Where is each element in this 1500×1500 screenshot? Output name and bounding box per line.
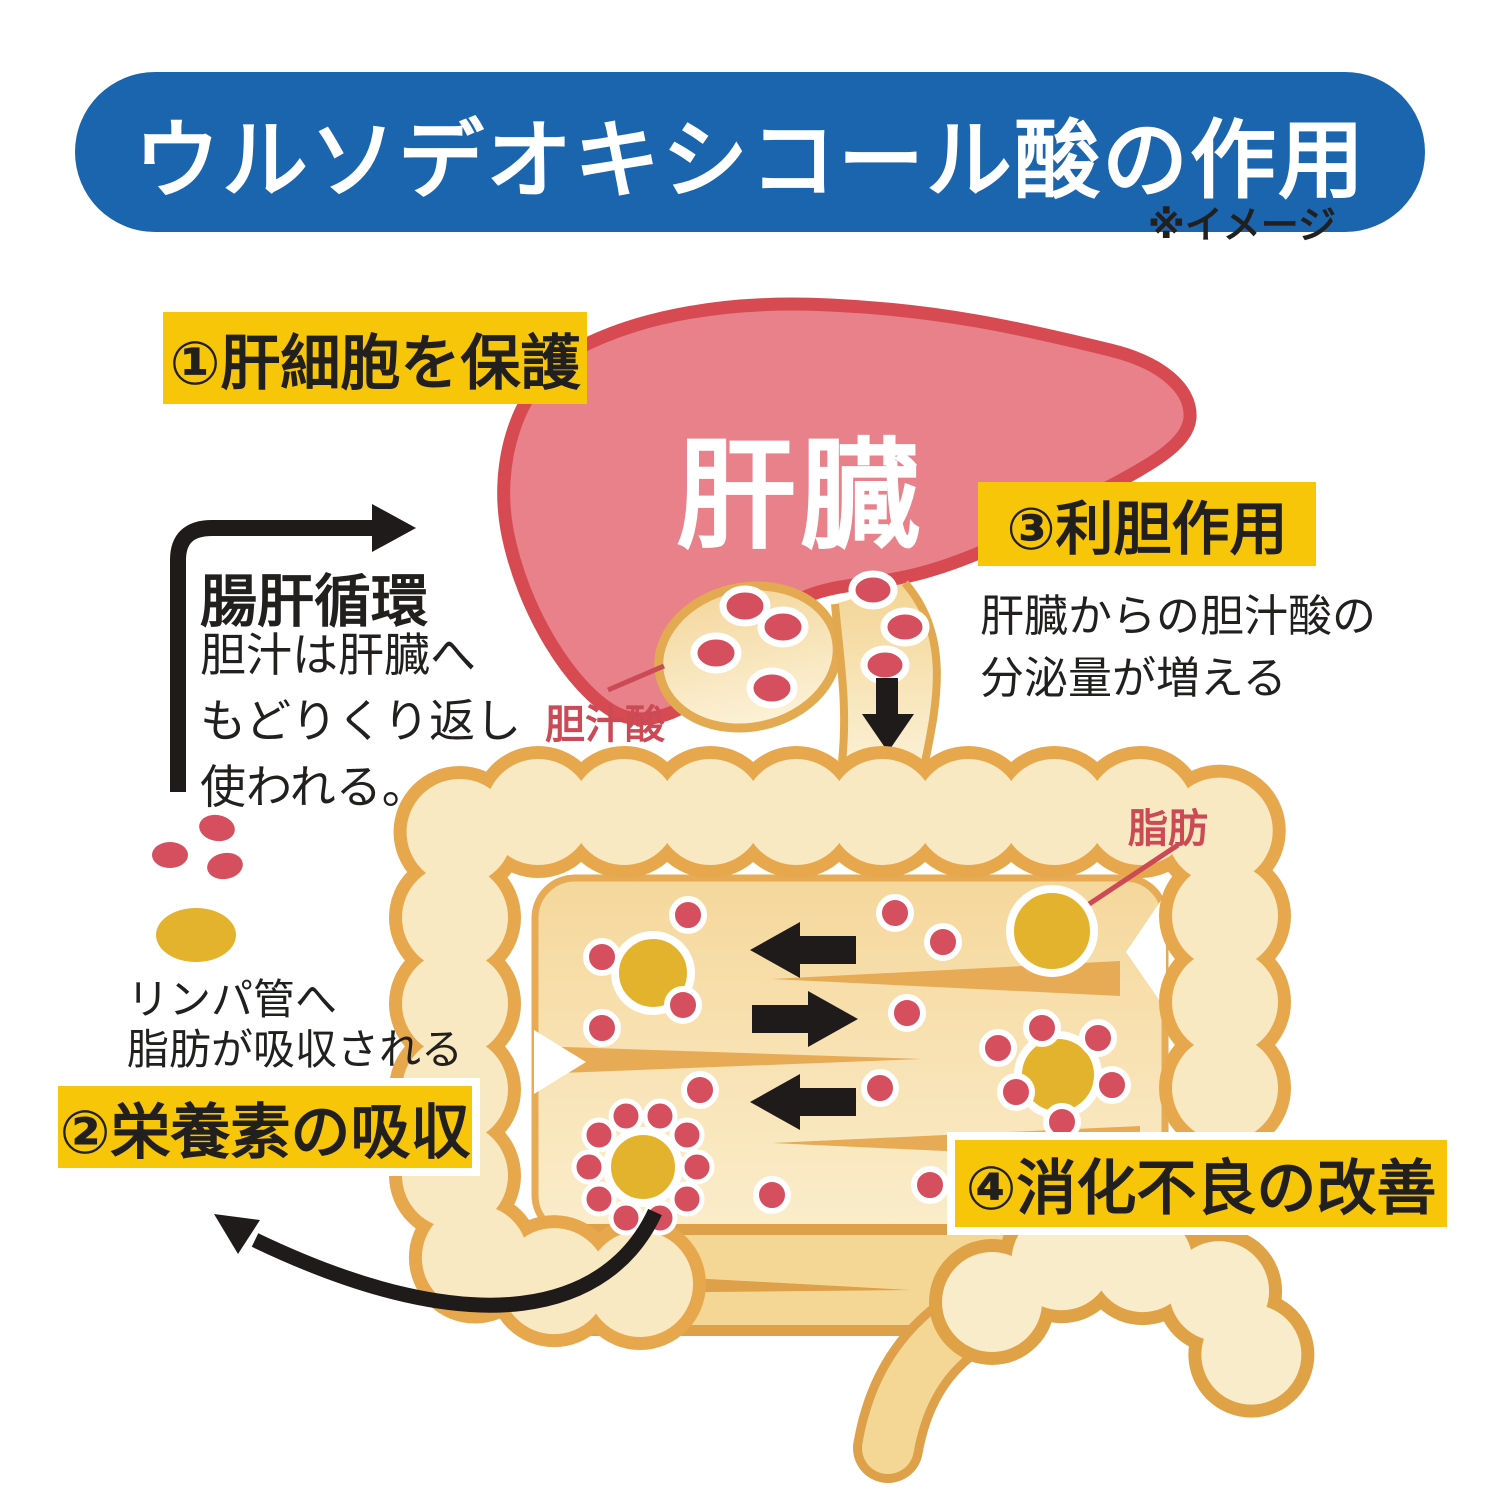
bile-acid-pointer-line (607, 663, 665, 693)
title-bar: ウルソデオキシコール酸の作用 (75, 72, 1425, 232)
fat-droplet-labeled (1006, 885, 1098, 977)
bile-acid-label: 胆汁酸 (545, 703, 665, 747)
flow-arrow-right-icon (752, 991, 858, 1047)
bile-flow-down-arrow-icon (862, 678, 914, 752)
large-intestine (389, 746, 1291, 1350)
enterohepatic-body: 胆汁は肝臓へ もどりくり返し 使われる。 (200, 629, 522, 813)
fat-label: 脂肪 (1128, 807, 1208, 851)
step4-badge: ④消化不良の改善 (947, 1132, 1455, 1235)
image-disclaimer: ※イメージ (1147, 205, 1336, 247)
step3-description: 肝臓からの胆汁酸の 分泌量が増える (980, 592, 1376, 703)
flow-arrows (750, 922, 858, 1130)
page-title: ウルソデオキシコール酸の作用 (134, 112, 1366, 209)
intestine-notches (534, 893, 1166, 1094)
lymph-note: リンパ管へ 脂肪が吸収される (127, 976, 464, 1073)
liver-label: 肝臓 (676, 429, 924, 563)
step1-badge: ①肝細胞を保護 (163, 312, 587, 404)
flow-arrow-left-icon (750, 1074, 856, 1130)
micelle (571, 1098, 715, 1236)
legend-fat-droplet (156, 908, 236, 962)
legend-bile-acid-dots (152, 814, 243, 880)
enterohepatic-title: 腸肝循環 (200, 570, 428, 634)
liver-shape (497, 297, 1197, 726)
flow-arrow-left-icon (750, 922, 856, 978)
gallbladder-bile-acid-dots (690, 585, 809, 709)
circulation-arrow-icon (170, 504, 416, 792)
step2-badge: ②栄養素の吸収 (50, 1078, 480, 1176)
bile-acid-dots (583, 894, 1131, 1214)
step3-badge: ③利胆作用 (978, 482, 1316, 566)
absorption-arrow-icon (214, 1208, 662, 1313)
sigmoid-colon-cluster (929, 1192, 1321, 1439)
